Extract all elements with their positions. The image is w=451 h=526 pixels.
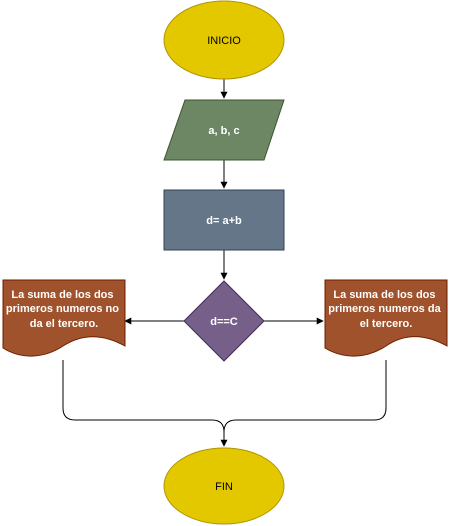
process-node[interactable]: d= a+b bbox=[163, 189, 285, 251]
output-yes-line-2: primeros numeros da bbox=[328, 303, 441, 315]
input-label: a, b, c bbox=[208, 125, 239, 137]
input-shape bbox=[163, 99, 285, 161]
start-shape bbox=[163, 0, 285, 80]
output-yes-node[interactable]: La suma de los dos primeros numeros da e… bbox=[324, 279, 448, 357]
decision-shape bbox=[183, 280, 265, 362]
start-label: INICIO bbox=[207, 35, 241, 47]
output-no-node[interactable]: La suma de los dos primeros numeros no d… bbox=[2, 279, 126, 357]
decision-node[interactable]: d==C bbox=[183, 280, 265, 362]
output-no-line-1: La suma de los dos bbox=[11, 289, 113, 301]
edge-output-no-end bbox=[62, 360, 228, 447]
process-label: d= a+b bbox=[206, 215, 242, 227]
decision-label: d==C bbox=[210, 316, 238, 328]
process-shape bbox=[163, 189, 285, 251]
start-node[interactable]: INICIO bbox=[163, 0, 285, 80]
output-no-line-2: primeros numeros no bbox=[6, 303, 119, 315]
output-yes-line-3: el tercero. bbox=[360, 318, 413, 330]
end-shape bbox=[163, 447, 285, 525]
output-yes-text: La suma de los dos primeros numeros da e… bbox=[328, 289, 444, 330]
connectors bbox=[62, 79, 387, 447]
output-yes-line-1: La suma de los dos bbox=[333, 289, 435, 301]
output-no-line-3: da el tercero. bbox=[30, 318, 98, 330]
edge-output-yes-end bbox=[223, 360, 387, 433]
input-node[interactable]: a, b, c bbox=[163, 99, 285, 161]
output-no-shape bbox=[2, 279, 126, 357]
end-node[interactable]: FIN bbox=[163, 447, 285, 525]
end-label: FIN bbox=[215, 481, 233, 493]
output-no-text: La suma de los dos primeros numeros no d… bbox=[6, 289, 122, 330]
output-yes-shape bbox=[324, 279, 448, 357]
